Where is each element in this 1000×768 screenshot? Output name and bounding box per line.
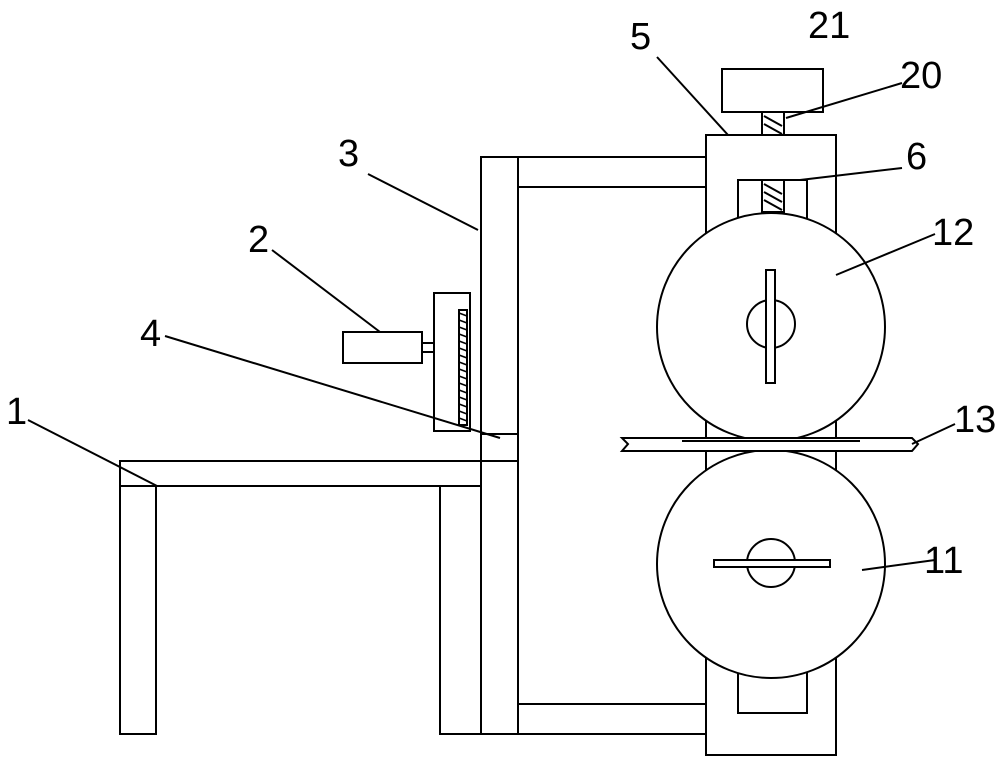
leader-5 [656,56,729,136]
saw-tooth [458,333,468,338]
saw-tooth [458,347,468,352]
leader-11 [861,559,936,571]
adjust-screw-assembly [721,68,824,213]
main-frame [480,156,706,735]
screw-shaft-upper [761,111,785,136]
screw-thread-line [763,191,783,203]
saw-tooth [458,375,468,380]
saw-tooth [458,326,468,331]
label-12: 12 [932,212,974,254]
saw-tooth [458,354,468,359]
leader-12 [835,233,936,276]
leader-13 [911,423,956,445]
leader-4 [164,335,501,439]
label-13: 13 [954,399,996,441]
saw-tooth [458,312,468,317]
saw-blade-teeth [458,312,468,422]
table-leg-left [119,485,157,735]
saw-tooth [458,382,468,387]
label-11: 11 [924,540,963,582]
saw-tooth [458,389,468,394]
saw-blade [458,309,468,426]
screw-thread-line [763,183,783,195]
label-6: 6 [906,136,927,178]
motor-shaft [421,342,435,353]
saw-tooth [458,410,468,415]
leader-lines [27,56,956,571]
table-leg-right [439,485,482,735]
label-5: 5 [630,16,651,58]
label-1: 1 [6,391,27,433]
leader-6 [799,167,903,181]
saw-tooth [458,417,468,422]
motor-body [342,331,423,364]
reference-numerals: 1 2 3 4 5 6 21 20 12 11 13 [6,5,996,582]
table-top [119,460,482,487]
label-4: 4 [140,313,161,355]
saw-tooth [458,368,468,373]
strip-body [619,437,920,452]
upper-roller-key [765,269,776,384]
handwheel [721,68,824,113]
label-21: 21 [808,5,850,47]
saw-tooth [458,361,468,366]
screw-thread-line [763,199,783,211]
saw-tooth [458,340,468,345]
saw-tooth [458,319,468,324]
motor-assembly [342,292,471,432]
label-20: 20 [900,55,942,97]
strip-material [619,437,920,452]
saw-tooth [458,403,468,408]
label-3: 3 [338,133,359,175]
table [119,460,482,735]
lower-roller-key [713,559,831,568]
saw-tooth [458,396,468,401]
leader-2 [271,249,381,333]
lower-roller [656,449,886,679]
leader-3 [367,173,479,231]
label-2: 2 [248,219,269,261]
blade-housing [433,292,471,432]
screw-thread-line [763,115,783,127]
leader-1 [27,419,158,487]
screw-thread-line [763,123,783,135]
leader-20 [785,82,903,119]
upper-roller [656,212,886,442]
